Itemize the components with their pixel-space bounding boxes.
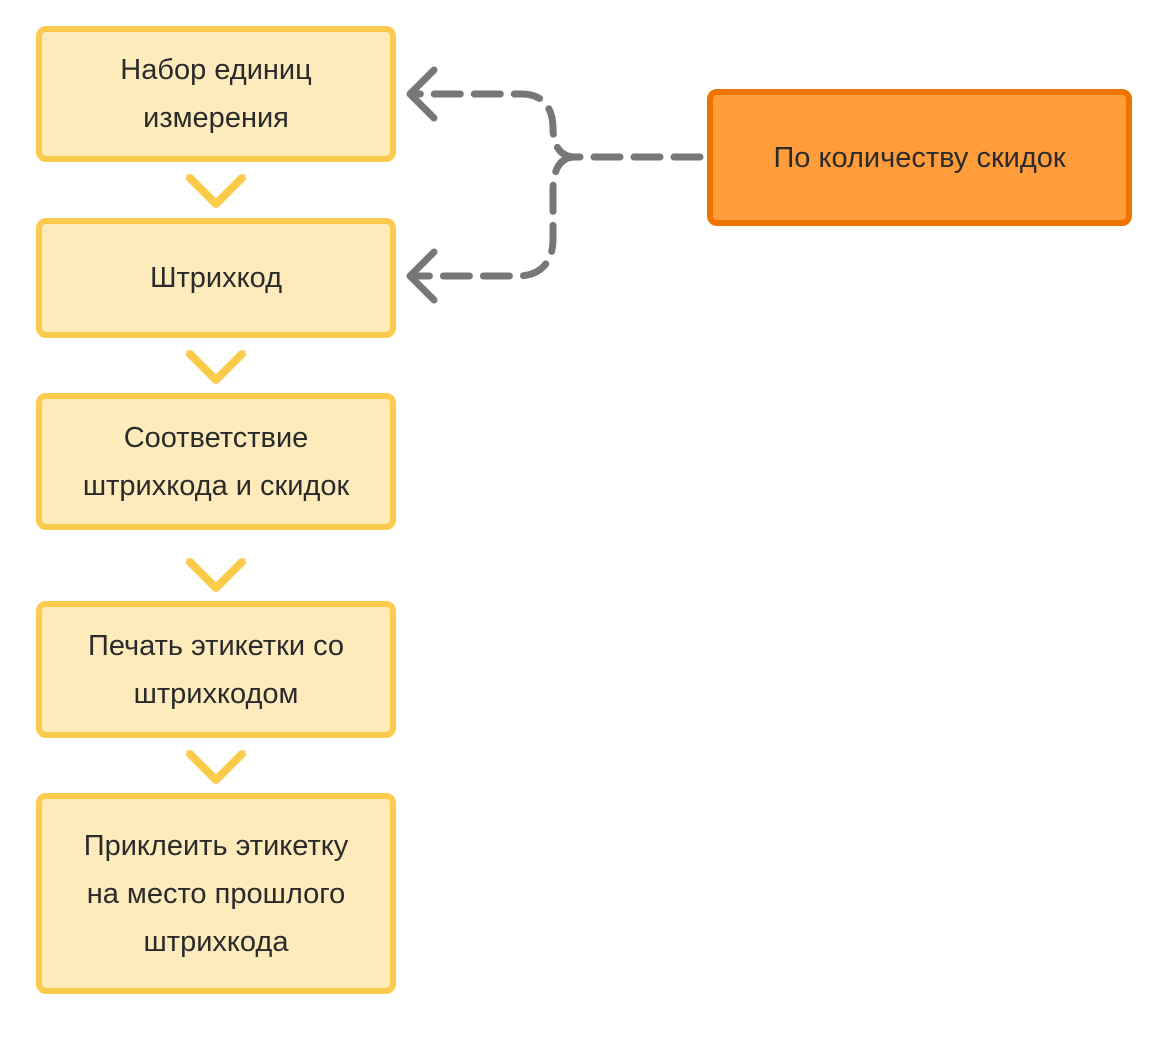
step-barcode-label: Штрихкод bbox=[149, 262, 283, 294]
step-print-label-label: Печать этикетки со штрихкодом bbox=[87, 629, 345, 710]
flow-arrow-3-4 bbox=[186, 558, 246, 592]
step-print-label: Печать этикетки со штрихкодом bbox=[36, 601, 396, 738]
flow-arrow-4-5 bbox=[186, 750, 246, 784]
step-barcode-discount-match-label: Соответствие штрихкода и скидок bbox=[82, 421, 350, 502]
step-stick-label-label: Приклеить этикетку на место прошлого штр… bbox=[83, 829, 349, 958]
step-units-set-label: Набор единиц измерения bbox=[120, 54, 312, 134]
source-discount-count: По количеству скидок bbox=[707, 89, 1132, 226]
flow-arrow-2-3 bbox=[186, 350, 246, 384]
step-stick-label: Приклеить этикетку на место прошлого штр… bbox=[36, 793, 396, 994]
step-barcode-discount-match: Соответствие штрихкода и скидок bbox=[36, 393, 396, 530]
flow-arrow-1-2 bbox=[186, 174, 246, 208]
dashed-arrowhead-barcode bbox=[406, 248, 438, 304]
step-units-set: Набор единиц измерения bbox=[36, 26, 396, 162]
dashed-link-to-units bbox=[409, 90, 704, 161]
step-barcode: Штрихкод bbox=[36, 218, 396, 338]
source-discount-count-label: По количеству скидок bbox=[773, 141, 1066, 174]
dashed-arrowhead-units bbox=[406, 66, 438, 122]
dashed-link-to-barcode bbox=[409, 153, 579, 280]
